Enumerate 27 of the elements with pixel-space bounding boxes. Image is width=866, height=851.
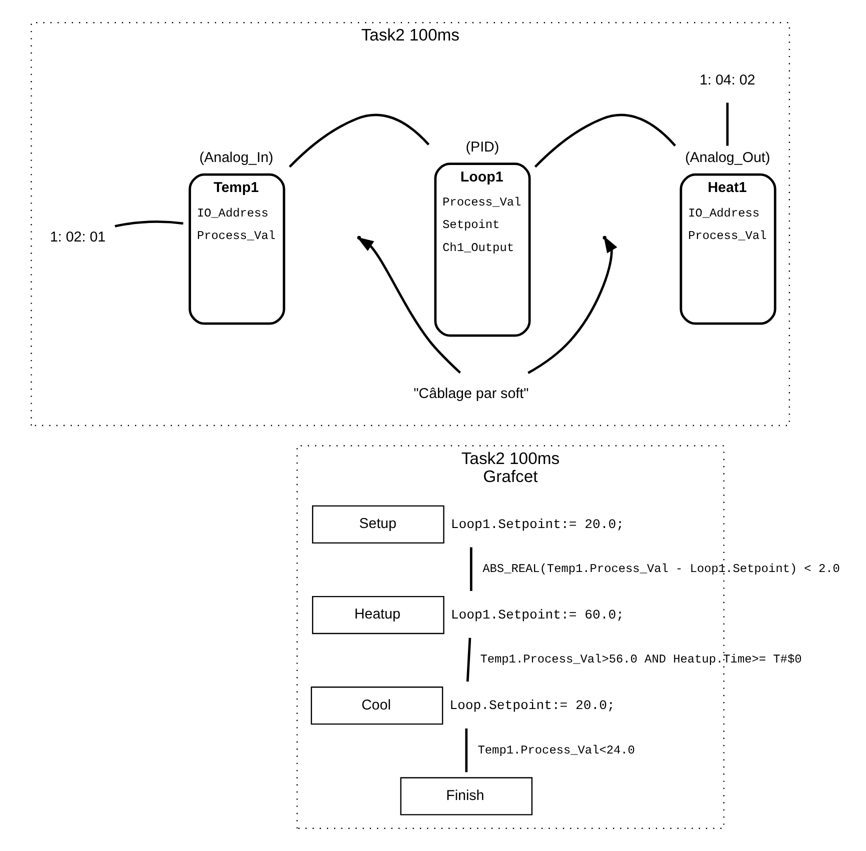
connector — [466, 638, 472, 682]
node-box: Temp1 IO_Address Process_Val — [188, 173, 286, 325]
node-box: Heatup — [312, 596, 444, 634]
connector — [470, 547, 472, 591]
node-label: (Analog_Out) — [685, 150, 770, 166]
node-label: Loop1.Setpoint:= 60.0; — [450, 607, 624, 622]
node-text: 1: 04: 02 — [700, 72, 756, 89]
connector — [465, 728, 468, 772]
connector — [726, 102, 729, 146]
node-label: (Analog_In) — [199, 150, 274, 166]
node-box: Finish — [400, 777, 533, 816]
node-text: "Câblage par soft" — [414, 386, 529, 402]
connector — [288, 114, 430, 168]
node-box: Cool — [310, 686, 444, 725]
node-box: Setup — [312, 505, 444, 544]
connector — [114, 220, 184, 228]
node-label: (PID) — [466, 139, 500, 156]
edge-label: Temp1.Process_Val>56.0 AND Heatup.Time>= T#$0 — [480, 652, 802, 667]
node-label: Loop.Setpoint:= 20.0; — [450, 698, 615, 713]
arrow — [356, 237, 461, 374]
edge-label: Temp1.Process_Val<24.0 — [478, 743, 635, 758]
node-box: Loop1 Process_Val Setpoint Ch1_Output — [434, 162, 531, 337]
node-box: Heat1 IO_Address Process_Val — [680, 173, 776, 325]
node-label: Loop1.Setpoint:= 20.0; — [450, 516, 624, 532]
edge-label: ABS_REAL(Temp1.Process_Val - Loop1.Setpoint) < 2.0 — [482, 562, 840, 576]
connector — [534, 114, 676, 168]
node-text: 1: 02: 01 — [50, 229, 106, 246]
